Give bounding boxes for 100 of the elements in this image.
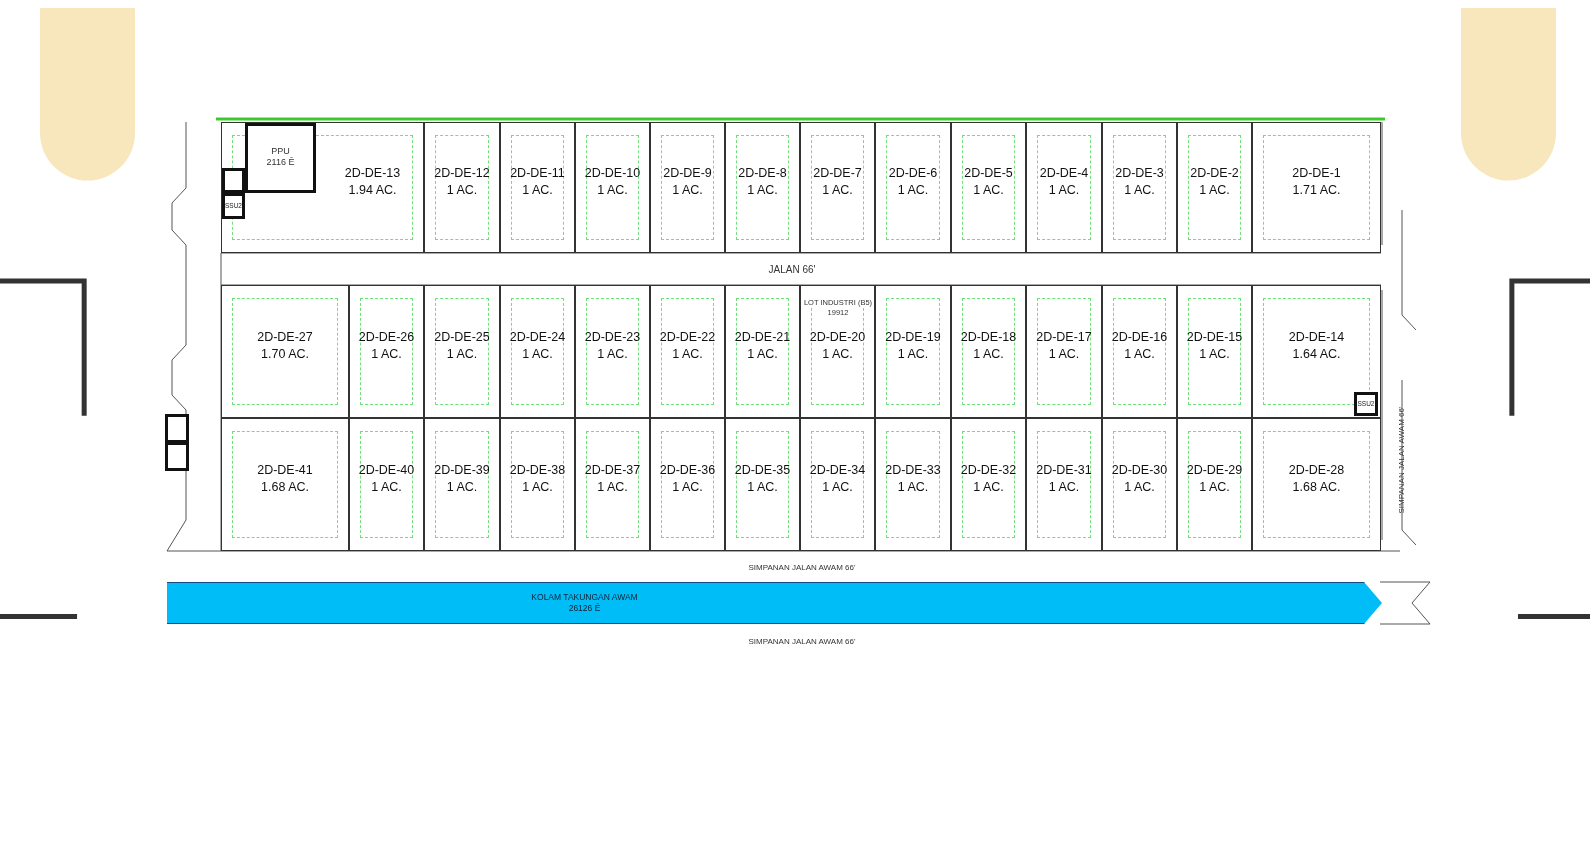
plot-area: 1 AC. (1048, 181, 1080, 199)
industrial-lot (1102, 418, 1177, 551)
plot-area: 1 AC. (1199, 478, 1230, 496)
plot-name: 2D-DE-10 (584, 165, 641, 182)
plot-area: 1 AC. (446, 478, 478, 496)
industrial-lot (1026, 122, 1102, 253)
industrial-lot (725, 418, 800, 551)
plot-name: 2D-DE-36 (659, 462, 716, 479)
plot-area: 1.68 AC. (1292, 478, 1341, 496)
plot-name: 2D-DE-11 (510, 165, 565, 182)
industrial-lot (1102, 285, 1177, 418)
plot-name: 2D-DE-40 (358, 462, 415, 479)
industrial-lot (221, 285, 349, 418)
plot-name: 2D-DE-28 (1288, 462, 1345, 479)
industrial-lot (221, 122, 424, 253)
plot-name: 2D-DE-37 (584, 462, 641, 479)
plot-name: 2D-DE-9 (663, 165, 712, 182)
plot-name: 2D-DE-1 (1292, 165, 1341, 182)
industrial-lot (1102, 122, 1177, 253)
plot-name: KOLAM TAKUNGAN AWAM (531, 592, 638, 603)
plot-name: 2D-DE-31 (1036, 462, 1092, 479)
plot-area: 1 AC. (1124, 181, 1155, 199)
plot-area: 1 AC. (446, 181, 478, 199)
plot-area: 1 AC. (897, 181, 929, 199)
plot-name: 2D-DE-25 (434, 329, 490, 346)
facility-plot (245, 123, 316, 193)
plot-name: 2D-DE-12 (434, 165, 490, 182)
industrial-lot (800, 122, 875, 253)
plot-area: 2116 Ē (266, 156, 295, 168)
plot-area: 1.70 AC. (261, 345, 309, 363)
industrial-lot (725, 285, 800, 418)
road-reserve-label: SIMPANAN JALAN AWAM 66' (1396, 405, 1406, 515)
industrial-lot (1177, 285, 1252, 418)
plot-name: 2D-DE-14 (1288, 329, 1345, 346)
plot-area: 1 AC. (897, 345, 929, 363)
plot-area: 1 AC. (597, 478, 628, 496)
industrial-lot (1252, 418, 1381, 551)
plot-area: 1 AC. (1124, 478, 1155, 496)
plot-name: 2D-DE-6 (888, 165, 938, 182)
industrial-lot (221, 418, 349, 551)
plot-area: 1 AC. (522, 478, 553, 496)
plot-area: 1 AC. (1199, 181, 1230, 199)
plot-area: 1 AC. (672, 345, 703, 363)
plot-area: 1 AC. (672, 181, 703, 199)
industrial-lot (1026, 418, 1102, 551)
plot-area: 1 AC. (597, 345, 628, 363)
industrial-lot (424, 285, 500, 418)
plot-name: 2D-DE-19 (885, 329, 941, 346)
industrial-lot (725, 122, 800, 253)
industrial-lot (424, 122, 500, 253)
plot-area: 1 AC. (747, 181, 778, 199)
plot-area: 1 AC. (973, 478, 1004, 496)
industrial-lot (500, 122, 575, 253)
industrial-lot (875, 285, 951, 418)
industrial-lot (650, 418, 725, 551)
plot-name: 2D-DE-4 (1039, 165, 1089, 182)
plot-name: 2D-DE-5 (964, 165, 1013, 182)
utility-plot (222, 193, 245, 219)
industrial-lot (349, 285, 424, 418)
plot-name: PPU (271, 146, 290, 157)
plot-name: 2D-DE-15 (1186, 329, 1243, 346)
plot-name: 2D-DE-33 (885, 462, 941, 479)
utility-plot (1354, 392, 1378, 416)
plot-area: 1 AC. (897, 478, 929, 496)
plot-name: 2D-DE-16 (1111, 329, 1168, 346)
plot-area: 1.64 AC. (1292, 345, 1341, 363)
industrial-lot (1177, 418, 1252, 551)
plot-name: 2D-DE-2 (1190, 165, 1239, 182)
plot-name: 2D-DE-39 (434, 462, 490, 479)
industrial-lot (875, 122, 951, 253)
site-label: SIMPANAN JALAN AWAM 66' (747, 562, 857, 572)
industrial-lot (1026, 285, 1102, 418)
plot-name: 2D-DE-18 (960, 329, 1017, 346)
industrial-lot (800, 418, 875, 551)
industrial-lot (875, 418, 951, 551)
plot-name: 2D-DE-30 (1111, 462, 1168, 479)
plot-area: 26126 Ē (568, 603, 601, 614)
plot-name: 2D-DE-22 (659, 329, 716, 346)
industrial-lot (349, 418, 424, 551)
industrial-lot (951, 122, 1026, 253)
industrial-lot (1252, 285, 1381, 418)
plot-name: 2D-DE-13 (344, 165, 401, 182)
plot-area: 1 AC. (747, 478, 778, 496)
plot-name: 2D-DE-24 (509, 329, 566, 346)
plot-area: 1 AC. (1199, 345, 1230, 363)
plot-name: 2D-DE-7 (813, 165, 862, 182)
plot-area: 1 AC. (597, 181, 628, 199)
plot-area: 1 AC. (822, 478, 853, 496)
industrial-lot (650, 285, 725, 418)
utility-plot (165, 442, 189, 471)
plot-name: 2D-DE-21 (734, 329, 791, 346)
plot-area: 1.94 AC. (348, 181, 397, 199)
plot-name: 2D-DE-23 (584, 329, 641, 346)
plot-area: 1 AC. (822, 345, 853, 363)
utility-plot (165, 414, 189, 443)
industrial-lot (951, 285, 1026, 418)
industrial-lot (1252, 122, 1381, 253)
plot-name: 2D-DE-32 (960, 462, 1017, 479)
plot-area: 1 AC. (747, 345, 778, 363)
plot-name: 2D-DE-27 (257, 329, 313, 346)
